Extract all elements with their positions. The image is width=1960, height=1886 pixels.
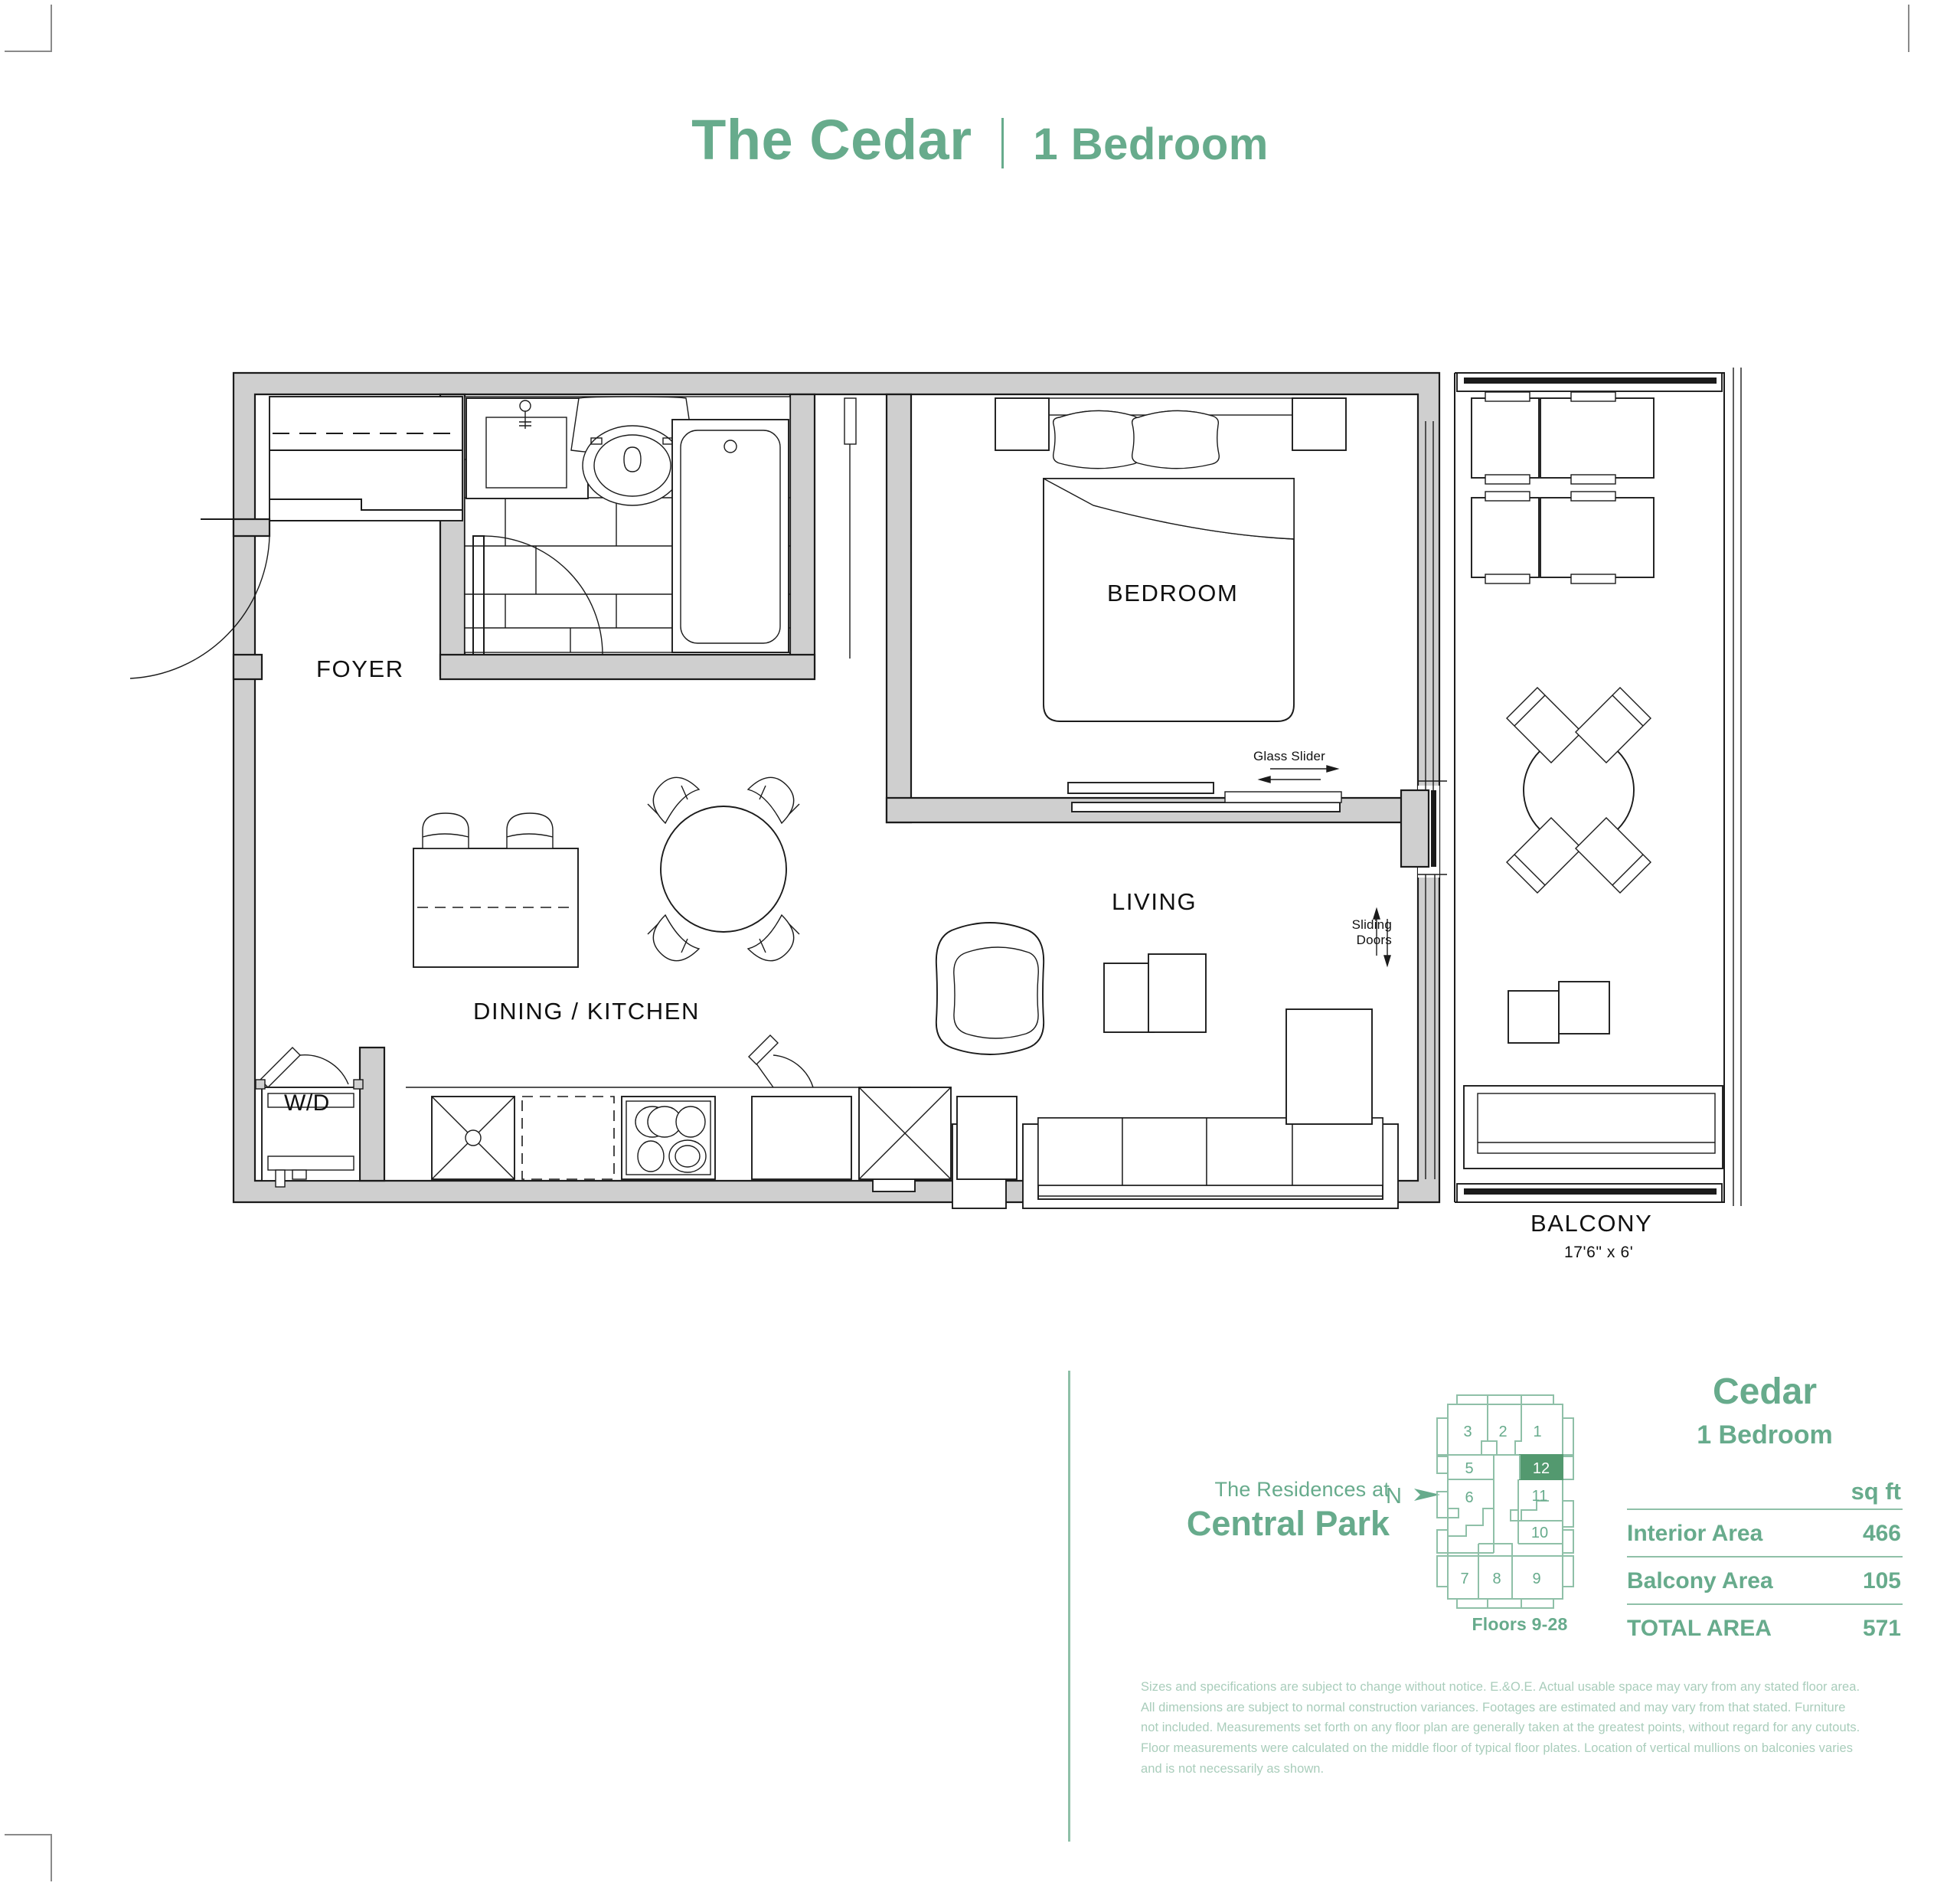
north-arrow-icon bbox=[1414, 1489, 1441, 1501]
unit-name: Cedar bbox=[1712, 1371, 1818, 1412]
dining-table bbox=[647, 776, 800, 962]
crop-mark-bottom-left-h bbox=[5, 1834, 52, 1835]
toilet bbox=[570, 396, 694, 506]
balcony bbox=[1454, 368, 1742, 1206]
north-indicator: N bbox=[1386, 1484, 1442, 1509]
svg-text:1: 1 bbox=[1533, 1423, 1541, 1440]
title-divider bbox=[1001, 118, 1004, 168]
kitchen-island bbox=[413, 812, 579, 968]
lounge-chair bbox=[1471, 491, 1655, 584]
area-label-balcony: Balcony Area bbox=[1627, 1556, 1844, 1604]
room-label-foyer: FOYER bbox=[316, 655, 404, 682]
washer-dryer bbox=[261, 1087, 361, 1188]
room-label-living: LIVING bbox=[1112, 888, 1197, 915]
bathroom bbox=[464, 396, 791, 655]
glass-slider-arrows bbox=[1257, 765, 1340, 783]
area-label-total: TOTAL AREA bbox=[1627, 1603, 1844, 1651]
area-value-interior: 466 bbox=[1843, 1508, 1903, 1557]
sliding-doors-arrows bbox=[1373, 907, 1391, 968]
entry-closet bbox=[269, 396, 463, 521]
room-label-bedroom: BEDROOM bbox=[1107, 580, 1239, 606]
project-brand: The Residences at Central Park bbox=[1137, 1478, 1390, 1544]
page-title: The Cedar 1 Bedroom bbox=[0, 107, 1960, 172]
bathtub bbox=[671, 419, 789, 653]
sliding-doors-line1: Sliding bbox=[1351, 917, 1392, 932]
north-label: N bbox=[1386, 1484, 1402, 1508]
key-plate-caption: Floors 9-28 bbox=[1472, 1614, 1568, 1634]
room-label-balcony: BALCONY bbox=[1530, 1210, 1653, 1237]
kitchen-counter bbox=[406, 1035, 1018, 1180]
legend-panel: The Residences at Central Park N bbox=[1068, 1371, 1910, 1845]
unit-type: 1 Bedroom bbox=[1697, 1420, 1833, 1450]
svg-text:5: 5 bbox=[1465, 1460, 1473, 1477]
svg-text:10: 10 bbox=[1531, 1525, 1548, 1541]
plan-type: 1 Bedroom bbox=[1033, 119, 1269, 169]
area-table: Interior Area 466 Balcony Area 105 TOTAL… bbox=[1627, 1508, 1903, 1651]
room-label-dining-kitchen: DINING / KITCHEN bbox=[473, 998, 701, 1025]
area-label-interior: Interior Area bbox=[1627, 1508, 1844, 1557]
floor-plan-drawing: .w { fill:#cfcfcf; stroke:#1b1b1b; strok… bbox=[129, 368, 1742, 1209]
wd-closet-door bbox=[255, 1047, 364, 1090]
table-row: Balcony Area 105 bbox=[1627, 1556, 1903, 1604]
svg-text:11: 11 bbox=[1532, 1488, 1548, 1505]
sliding-door-panel bbox=[1400, 780, 1447, 1179]
svg-text:8: 8 bbox=[1492, 1571, 1501, 1587]
sliding-doors-line2: Doors bbox=[1356, 932, 1392, 947]
legend-divider bbox=[1068, 1371, 1070, 1842]
glass-slider-partition bbox=[844, 397, 1342, 812]
area-value-total: 571 bbox=[1843, 1603, 1903, 1651]
outdoor-sofa bbox=[1463, 1085, 1723, 1169]
key-plate: 3 2 1 5 12 6 11 10 7 8 9 Floors 9-28 bbox=[1436, 1394, 1604, 1634]
units-header: sq ft bbox=[1851, 1478, 1901, 1505]
svg-text:3: 3 bbox=[1463, 1423, 1472, 1440]
living-furniture bbox=[872, 922, 1399, 1209]
svg-text:9: 9 bbox=[1532, 1571, 1540, 1587]
svg-text:12: 12 bbox=[1533, 1460, 1550, 1477]
disclaimer-text: Sizes and specifications are subject to … bbox=[1141, 1680, 1860, 1776]
key-plate-diagram: 3 2 1 5 12 6 11 10 7 8 9 bbox=[1436, 1394, 1574, 1609]
svg-text:7: 7 bbox=[1460, 1571, 1468, 1587]
bedroom-furniture bbox=[995, 397, 1347, 722]
glass-slider-label: Glass Slider bbox=[1253, 749, 1326, 763]
room-label-washer-dryer: W/D bbox=[284, 1090, 330, 1116]
svg-text:6: 6 bbox=[1465, 1489, 1473, 1506]
area-value-balcony: 105 bbox=[1843, 1556, 1903, 1604]
table-row: Interior Area 466 bbox=[1627, 1508, 1903, 1557]
table-row: TOTAL AREA 571 bbox=[1627, 1603, 1903, 1651]
brand-line-2: Central Park bbox=[1186, 1504, 1390, 1543]
outdoor-dining-table bbox=[1506, 687, 1651, 894]
lounge-chair bbox=[1471, 391, 1655, 485]
sliding-doors-label: Sliding Doors bbox=[1346, 917, 1392, 947]
balcony-dimensions: 17'6" x 6' bbox=[1564, 1244, 1634, 1261]
brand-line-1: The Residences at bbox=[1214, 1478, 1390, 1501]
floor-plan: .w { fill:#cfcfcf; stroke:#1b1b1b; strok… bbox=[129, 368, 1742, 1261]
area-summary: Cedar 1 Bedroom sq ft Interior Area 466 … bbox=[1627, 1371, 1903, 1651]
crop-mark-top-left-h bbox=[5, 51, 52, 52]
crop-mark-top-right-v bbox=[1908, 5, 1909, 52]
crop-mark-top-left-v bbox=[51, 5, 52, 52]
bedroom-window bbox=[1425, 421, 1434, 790]
svg-text:2: 2 bbox=[1498, 1423, 1507, 1440]
crop-mark-bottom-left-v bbox=[51, 1834, 52, 1881]
plan-name: The Cedar bbox=[691, 108, 972, 172]
